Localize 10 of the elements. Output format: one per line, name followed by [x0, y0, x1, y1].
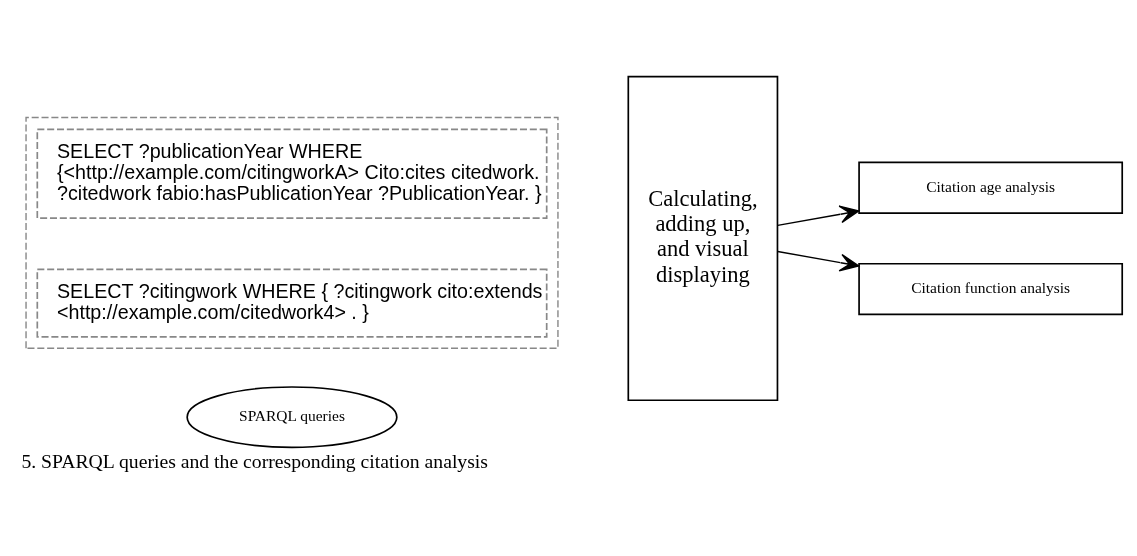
node-box: SELECT ?citingwork WHERE { ?citingwork cito:extends <http://example.com/citedwork4> . } [36, 268, 548, 338]
cluster [25, 116, 559, 349]
node-box: Citation function analysis [858, 262, 1124, 316]
caption: 5. SPARQL queries and the corresponding citation analysis [21, 450, 489, 473]
arrow [776, 250, 860, 272]
node-box: Calculating, adding up, and visual displaying [627, 75, 779, 402]
node-box: SELECT ?publicationYear WHERE {<http://example.com/citingworkA> Cito:cites citedwork. ?citedwork fabio:hasPublicationYear ?PublicationYear. } [36, 128, 548, 219]
arrow [776, 205, 860, 227]
node-box: Citation age analysis [858, 161, 1124, 214]
node-ellipse: SPARQL queries [186, 386, 398, 449]
